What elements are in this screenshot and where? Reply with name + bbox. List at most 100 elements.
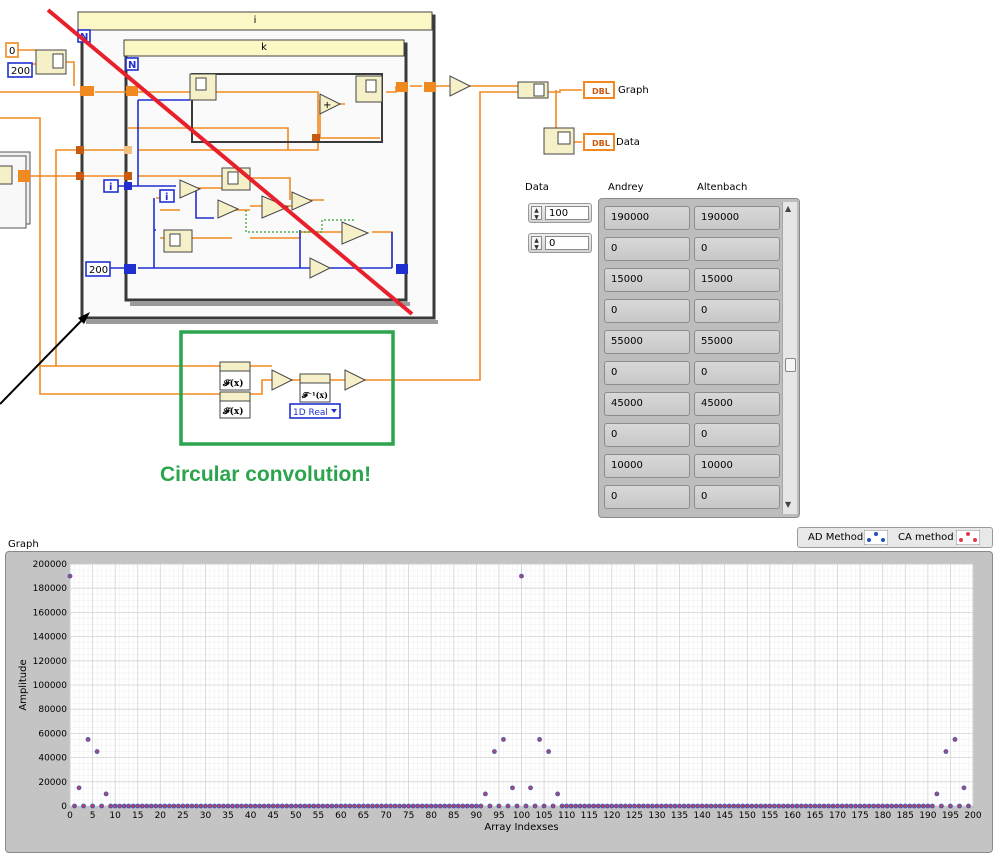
- data-point-ca: [411, 804, 415, 808]
- data-point-ca: [294, 804, 298, 808]
- inverse-fft-node[interactable]: 𝓕⁻¹(x): [299, 373, 331, 403]
- data-point-ca: [163, 804, 167, 808]
- svg-text:i: i: [165, 192, 168, 203]
- fft-node-1[interactable]: 𝓕(x): [219, 361, 251, 391]
- data-point-ca: [592, 804, 596, 808]
- scroll-thumb[interactable]: [785, 358, 796, 372]
- data-point-ca: [863, 804, 867, 808]
- x-tick-label: 115: [581, 811, 598, 821]
- data-point-ca: [781, 804, 785, 808]
- decrement-node[interactable]: [309, 257, 332, 279]
- data-point-ca: [167, 804, 171, 808]
- data-point-ca: [136, 804, 140, 808]
- greater-than-zero-node[interactable]: [217, 199, 240, 219]
- array-cell-altenbach: 45000: [694, 392, 780, 416]
- array-cell-altenbach: 0: [694, 237, 780, 261]
- data-point-ca: [741, 804, 745, 808]
- data-point-ca: [772, 804, 776, 808]
- data-point-ca: [732, 804, 736, 808]
- data-point-ca: [194, 804, 199, 808]
- buffer-node-fft[interactable]: [344, 369, 367, 391]
- subtract-node[interactable]: [179, 179, 202, 199]
- inner-structure[interactable]: [191, 73, 383, 143]
- data-point-ca: [786, 804, 790, 808]
- x-tick-label: 135: [671, 811, 688, 821]
- constant-200-top[interactable]: 200: [7, 62, 33, 78]
- shift-registers[interactable]: [18, 82, 436, 274]
- data-point-ca: [239, 804, 244, 808]
- array-cell-value: 0: [701, 367, 708, 378]
- data-point-ca: [574, 804, 578, 808]
- add-node[interactable]: +: [319, 93, 342, 115]
- transpose-node[interactable]: [543, 127, 575, 155]
- array-cell-altenbach: 190000: [694, 206, 780, 230]
- fft-node-2[interactable]: 𝓕(x): [219, 391, 251, 419]
- data-point-ca: [542, 804, 546, 808]
- data-point-ca: [208, 804, 212, 808]
- data-point-ca: [637, 804, 641, 808]
- mode-dropdown[interactable]: 1D Real: [289, 403, 341, 419]
- col-index-control[interactable]: ▲▼ 0: [528, 233, 592, 253]
- data-point-ca: [285, 804, 289, 808]
- increment-decrement-icon[interactable]: ▲▼: [531, 236, 542, 251]
- data-point-ca: [384, 804, 388, 808]
- array-cell-value: 55000: [611, 336, 643, 347]
- row-index-value[interactable]: 100: [545, 206, 589, 220]
- multiply-node[interactable]: [291, 191, 314, 211]
- inner-loop-label: k: [261, 42, 267, 53]
- data-point-ca: [714, 804, 718, 808]
- buffer-node-inner[interactable]: [449, 75, 472, 97]
- index-array-node-3[interactable]: [163, 229, 193, 253]
- data-point-ca: [375, 804, 379, 808]
- complex-multiply-node[interactable]: [271, 369, 294, 391]
- y-tick-label: 180000: [33, 584, 68, 594]
- select-node-2[interactable]: [341, 221, 370, 245]
- plot-legend[interactable]: AD Method CA method: [797, 527, 993, 548]
- data-point-ca: [768, 804, 772, 808]
- array-cell-altenbach: 10000: [694, 454, 780, 478]
- build-array-node[interactable]: [517, 81, 549, 99]
- data-point-ca: [655, 804, 659, 808]
- y-tick-label: 120000: [33, 657, 68, 667]
- data-point-ca: [939, 804, 943, 808]
- data-point-ca: [614, 804, 618, 808]
- data-point-ca: [244, 804, 248, 808]
- chevron-down-icon: [331, 409, 337, 413]
- scroll-down-icon[interactable]: ▼: [785, 500, 792, 509]
- col-index-value[interactable]: 0: [545, 236, 589, 250]
- boolean-wire: [245, 210, 356, 233]
- data-point-ca: [127, 804, 131, 808]
- increment-decrement-icon[interactable]: ▲▼: [531, 206, 542, 221]
- index-array-node-1[interactable]: [189, 73, 217, 101]
- data-terminal[interactable]: DBL: [583, 133, 615, 151]
- constant-200-inner[interactable]: 200: [85, 261, 111, 277]
- array-cell-andrey: 0: [604, 237, 690, 261]
- x-tick-label: 110: [558, 811, 575, 821]
- array-vertical-scrollbar[interactable]: ▲ ▼: [782, 202, 797, 514]
- svg-text:i: i: [109, 182, 112, 193]
- replace-subset-node[interactable]: [355, 75, 383, 103]
- x-tick-label: 25: [177, 811, 188, 821]
- data-point-ca: [953, 737, 957, 742]
- data-point-ca: [154, 804, 158, 808]
- data-point-ca: [226, 804, 230, 808]
- row-index-control[interactable]: ▲▼ 100: [528, 203, 592, 223]
- array-cell-andrey: 10000: [604, 454, 690, 478]
- data-point-ca: [397, 804, 402, 808]
- graph-terminal[interactable]: DBL: [583, 81, 615, 99]
- initialize-array-node[interactable]: [35, 49, 67, 75]
- x-tick-label: 105: [535, 811, 552, 821]
- data-point-ca: [957, 804, 962, 808]
- data-point-ca: [736, 804, 740, 808]
- legend-swatch-ad-icon[interactable]: [864, 530, 888, 545]
- constant-zero[interactable]: 0: [5, 42, 19, 58]
- left-subvi-stack[interactable]: [0, 151, 31, 229]
- col-header-andrey: Andrey: [608, 182, 644, 193]
- data-point-ca: [298, 804, 302, 808]
- svg-text:𝓕⁻¹(x): 𝓕⁻¹(x): [301, 390, 328, 400]
- data-point-ca: [68, 574, 72, 578]
- data-point-ca: [470, 804, 474, 808]
- legend-swatch-ca-icon[interactable]: [956, 530, 980, 545]
- scroll-up-icon[interactable]: ▲: [785, 204, 792, 213]
